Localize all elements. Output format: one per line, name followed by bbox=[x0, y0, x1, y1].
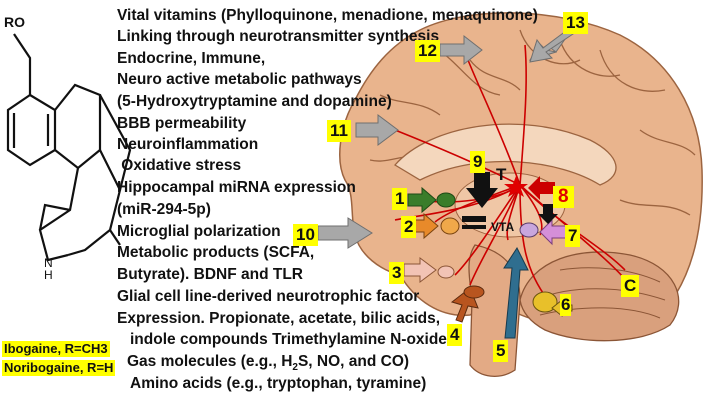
nucleus-1 bbox=[436, 192, 456, 208]
badge-1: 1 bbox=[392, 188, 408, 210]
badge-11: 11 bbox=[327, 120, 351, 142]
black-arrow-icon bbox=[466, 172, 498, 208]
gas-prefix: Gas molecules (e.g., H bbox=[127, 353, 293, 370]
badge-13: 13 bbox=[563, 12, 588, 34]
black-marker-icon bbox=[462, 225, 486, 229]
factor-line: Glial cell line-derived neurotrophic fac… bbox=[117, 288, 420, 305]
factor-line: Vital vitamins (Phylloquinone, menadione… bbox=[117, 7, 538, 24]
factor-line: Butyrate). BDNF and TLR bbox=[117, 266, 303, 283]
red-star-icon bbox=[504, 176, 528, 197]
factor-line: (5-Hydroxytryptamine and dopamine) bbox=[117, 93, 392, 110]
nucleus-2 bbox=[440, 217, 460, 235]
badge-4: 4 bbox=[447, 324, 463, 346]
factor-line: Neuroinflammation bbox=[117, 136, 259, 153]
nucleus-vta bbox=[519, 222, 539, 238]
red-arrow-icon bbox=[528, 176, 555, 200]
nucleus-6 bbox=[532, 291, 558, 313]
badge-10: 10 bbox=[293, 224, 318, 246]
factor-line: Neuro active metabolic pathways bbox=[117, 71, 362, 88]
noribogaine-caption: Noribogaine, R=H bbox=[2, 360, 116, 376]
black-marker-icon bbox=[462, 216, 486, 222]
vta-label: VTA bbox=[491, 220, 515, 234]
badge-8-text: 8 bbox=[558, 186, 569, 207]
green-arrow-icon bbox=[407, 186, 437, 214]
factor-line: Expression. Propionate, acetate, bilic a… bbox=[117, 310, 441, 327]
factor-line: BBB permeability bbox=[117, 115, 247, 132]
black-arrow-icon bbox=[538, 204, 558, 224]
gas-molecules-line: Gas molecules (e.g., H2S, NO, and CO) bbox=[127, 353, 410, 374]
gas-subscript: 2 bbox=[292, 362, 298, 374]
pink-arrow-icon bbox=[403, 257, 437, 283]
badge-c: C bbox=[621, 275, 640, 297]
badge-2: 2 bbox=[401, 216, 417, 238]
gas-suffix: S, NO, and CO) bbox=[297, 353, 410, 370]
factor-line: Microglial polarization bbox=[117, 223, 281, 240]
factor-line: Oxidative stress bbox=[117, 157, 242, 174]
factor-line: Endocrine, Immune, bbox=[117, 50, 266, 67]
badge-7: 7 bbox=[565, 225, 581, 247]
h-atom-label: H bbox=[44, 268, 53, 282]
n-atom-label: N bbox=[44, 256, 53, 270]
factor-line: (miR-294-5p) bbox=[117, 201, 211, 218]
factor-line: indole compounds Trimethylamine N-oxide bbox=[130, 331, 447, 348]
factor-line: Linking through neurotransmitter synthes… bbox=[117, 28, 440, 45]
badge-5: 5 bbox=[493, 340, 509, 362]
thalamus-label: T bbox=[496, 165, 507, 184]
badge-8: 8 bbox=[553, 186, 574, 208]
ro-label: RO bbox=[4, 14, 25, 30]
ibogaine-structure bbox=[6, 33, 132, 262]
factor-line: Metabolic products (SCFA, bbox=[117, 244, 315, 261]
nucleus-4 bbox=[463, 285, 485, 299]
ibogaine-caption: Ibogaine, R=CH3 bbox=[2, 341, 110, 357]
blue-arrow-icon bbox=[503, 246, 529, 339]
amino-acids-line: Amino acids (e.g., tryptophan, tyramine) bbox=[130, 375, 427, 392]
badge-12: 12 bbox=[415, 40, 440, 62]
badge-9: 9 bbox=[470, 151, 486, 173]
badge-6: 6 bbox=[560, 294, 572, 316]
nucleus-3 bbox=[437, 265, 455, 279]
factor-line: Hippocampal miRNA expression bbox=[117, 179, 356, 196]
badge-3: 3 bbox=[389, 262, 405, 284]
